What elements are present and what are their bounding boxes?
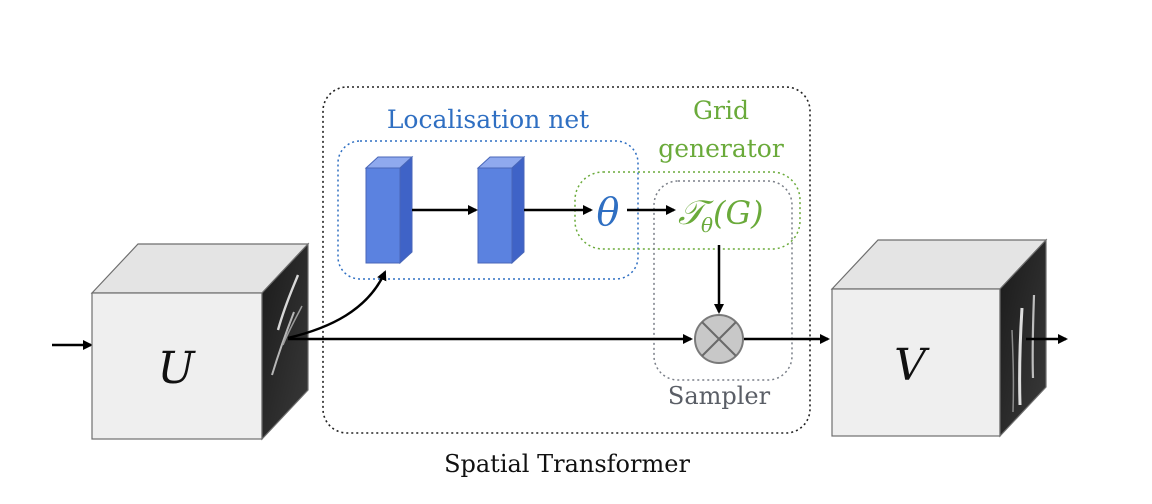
input-symbol-U: U <box>157 343 196 394</box>
grid-generator-label-line1: Grid <box>693 96 749 125</box>
sampler-frame <box>653 180 793 381</box>
sampler-label: Sampler <box>668 382 771 410</box>
theta-symbol: θ <box>597 190 620 234</box>
spatial-transformer-label: Spatial Transformer <box>444 450 690 478</box>
grid-generator-label-line2: generator <box>658 134 784 163</box>
input-feature-map-cube <box>90 242 310 441</box>
transform-argument: (G) <box>713 194 764 232</box>
localisation-layer-2 <box>476 155 526 265</box>
output-feature-map-cube <box>830 238 1048 438</box>
output-symbol-V: V <box>894 340 930 391</box>
localisation-layer-1 <box>364 155 414 265</box>
transform-expression: 𝒯 θ (G) <box>678 193 764 237</box>
arrow-U-to-localisation <box>287 270 387 340</box>
localisation-net-frame <box>337 140 639 280</box>
localisation-net-label: Localisation net <box>387 105 589 134</box>
spatial-transformer-frame <box>322 86 811 434</box>
circle-times-icon <box>694 314 744 364</box>
transform-subscript: θ <box>701 213 713 237</box>
